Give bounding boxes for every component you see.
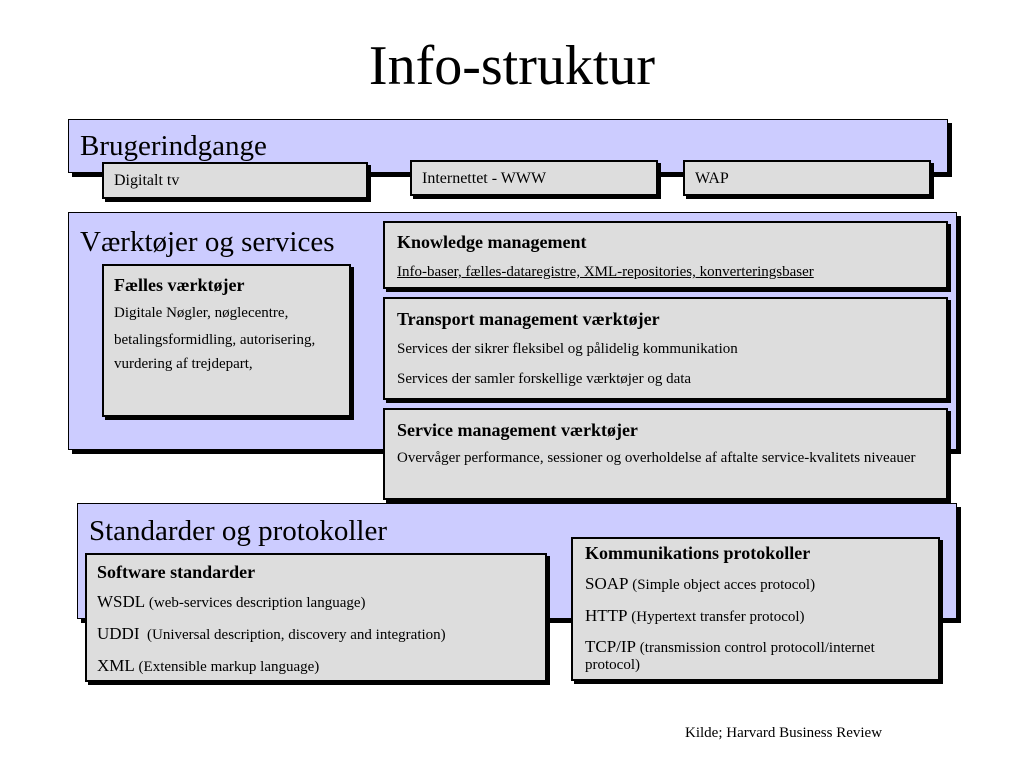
software-item: UDDI (Universal description, discovery a… (97, 624, 537, 645)
kommunikations-protokoller-box: Kommunikations protokoller SOAP (Simple … (571, 537, 940, 681)
knowledge-management-box: Knowledge management Info-baser, fælles-… (383, 221, 948, 289)
transport-head: Transport management værktøjer (397, 309, 660, 329)
software-desc: (web-services description language) (148, 595, 366, 611)
software-abbr: UDDI (97, 624, 140, 643)
vaerktoejer-title: Værktøjer og services (80, 226, 335, 258)
bruger-item-label: WAP (695, 170, 729, 187)
faelles-line: vurdering af trejdepart, (114, 356, 253, 372)
software-item: XML (Extensible markup language) (97, 656, 537, 677)
bruger-item-internettet: Internettet - WWW (410, 160, 658, 196)
kommunikation-abbr: SOAP (585, 574, 629, 593)
knowledge-line: Info-baser, fælles-dataregistre, XML-rep… (397, 264, 814, 280)
service-head: Service management værktøjer (397, 420, 638, 440)
software-item: WSDL (web-services description language) (97, 592, 537, 613)
kommunikation-desc: (Simple object acces protocol) (632, 577, 816, 593)
software-abbr: XML (97, 656, 135, 675)
kommunikation-abbr: TCP/IP (585, 637, 637, 656)
transport-line: Services der sikrer fleksibel og pålidel… (397, 341, 738, 357)
knowledge-head: Knowledge management (397, 232, 587, 252)
kommunikation-item: SOAP (Simple object acces protocol) (585, 574, 930, 595)
software-abbr: WSDL (97, 592, 146, 611)
software-desc: (Extensible markup language) (138, 659, 320, 675)
kommunikation-desc: (Hypertext transfer protocol) (631, 609, 805, 625)
transport-line: Services der samler forskellige værktøje… (397, 371, 692, 387)
kommunikation-desc: (transmission control protocoll/internet… (585, 640, 875, 673)
bruger-item-wap: WAP (683, 160, 931, 196)
transport-management-box: Transport management værktøjer Services … (383, 297, 948, 400)
source-note: Kilde; Harvard Business Review (685, 725, 883, 741)
standarder-title: Standarder og protokoller (89, 515, 387, 547)
service-management-box: Service management værktøjer Overvåger p… (383, 408, 948, 500)
bruger-item-digitalt-tv: Digitalt tv (102, 162, 368, 199)
service-line: Overvåger performance, sessioner og over… (397, 450, 916, 466)
bruger-item-label: Internettet - WWW (422, 170, 547, 187)
software-head: Software standarder (97, 562, 256, 582)
faelles-head: Fælles værktøjer (114, 275, 245, 295)
faelles-vaerktoejer-box: Fælles værktøjer Digitale Nøgler, nøglec… (102, 264, 351, 417)
page-title: Info-struktur (368, 35, 656, 97)
faelles-line: Digitale Nøgler, nøglecentre, (114, 305, 289, 321)
kommunikation-head: Kommunikations protokoller (585, 543, 811, 563)
bruger-item-label: Digitalt tv (114, 172, 180, 189)
software-desc: (Universal description, discovery and in… (147, 627, 446, 643)
faelles-line: betalingsformidling, autorisering, (114, 332, 316, 348)
bruger-title: Brugerindgange (80, 130, 267, 162)
kommunikation-abbr: HTTP (585, 606, 628, 625)
software-standarder-box: Software standarder WSDL (web-services d… (85, 553, 547, 682)
kommunikation-item: HTTP (Hypertext transfer protocol) (585, 606, 930, 627)
kommunikation-item: TCP/IP (transmission control protocoll/i… (585, 638, 930, 674)
